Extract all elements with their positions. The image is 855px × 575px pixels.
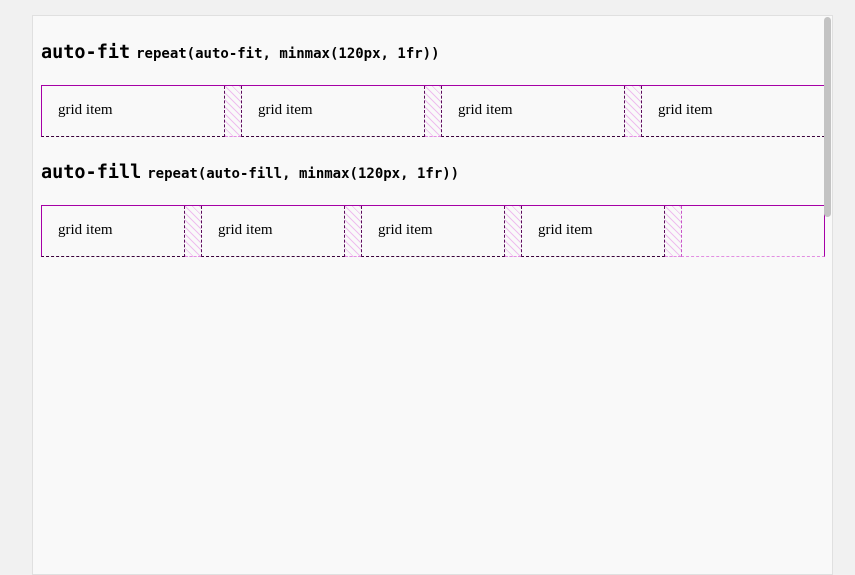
empty-grid-track xyxy=(681,206,825,257)
grid-item: grid item xyxy=(41,86,225,137)
grid-item-label: grid item xyxy=(218,222,273,238)
auto-fill-grid: grid item grid item grid item grid item xyxy=(41,205,825,257)
grid-item: grid item xyxy=(441,86,625,137)
grid-gap xyxy=(185,206,201,257)
auto-fill-heading: auto-fill repeat(auto-fill, minmax(120px,… xyxy=(41,162,459,183)
grid-gap xyxy=(345,206,361,257)
grid-gap xyxy=(225,86,241,137)
grid-item-label: grid item xyxy=(258,102,313,118)
grid-item: grid item xyxy=(521,206,665,257)
auto-fit-keyword: auto-fit xyxy=(41,42,131,63)
grid-gap xyxy=(425,86,441,137)
grid-item: grid item xyxy=(641,86,825,137)
auto-fill-keyword: auto-fill xyxy=(41,162,142,183)
page-viewport: auto-fit repeat(auto-fit, minmax(120px, 1… xyxy=(32,15,833,575)
grid-item-label: grid item xyxy=(58,222,113,238)
grid-item: grid item xyxy=(41,206,185,257)
grid-item: grid item xyxy=(201,206,345,257)
grid-item-label: grid item xyxy=(378,222,433,238)
auto-fit-heading: auto-fit repeat(auto-fit, minmax(120px, 1… xyxy=(41,42,440,63)
vertical-scrollbar[interactable] xyxy=(824,17,831,217)
grid-item-label: grid item xyxy=(458,102,513,118)
grid-item-label: grid item xyxy=(58,102,113,118)
grid-item: grid item xyxy=(241,86,425,137)
grid-gap xyxy=(505,206,521,257)
grid-gap xyxy=(625,86,641,137)
grid-item-label: grid item xyxy=(538,222,593,238)
grid-item: grid item xyxy=(361,206,505,257)
auto-fit-grid: grid item grid item grid item grid item xyxy=(41,85,825,137)
auto-fit-code: repeat(auto-fit, minmax(120px, 1fr)) xyxy=(136,46,440,62)
grid-item-label: grid item xyxy=(658,102,713,118)
auto-fill-code: repeat(auto-fill, minmax(120px, 1fr)) xyxy=(147,166,460,182)
grid-gap xyxy=(665,206,681,257)
